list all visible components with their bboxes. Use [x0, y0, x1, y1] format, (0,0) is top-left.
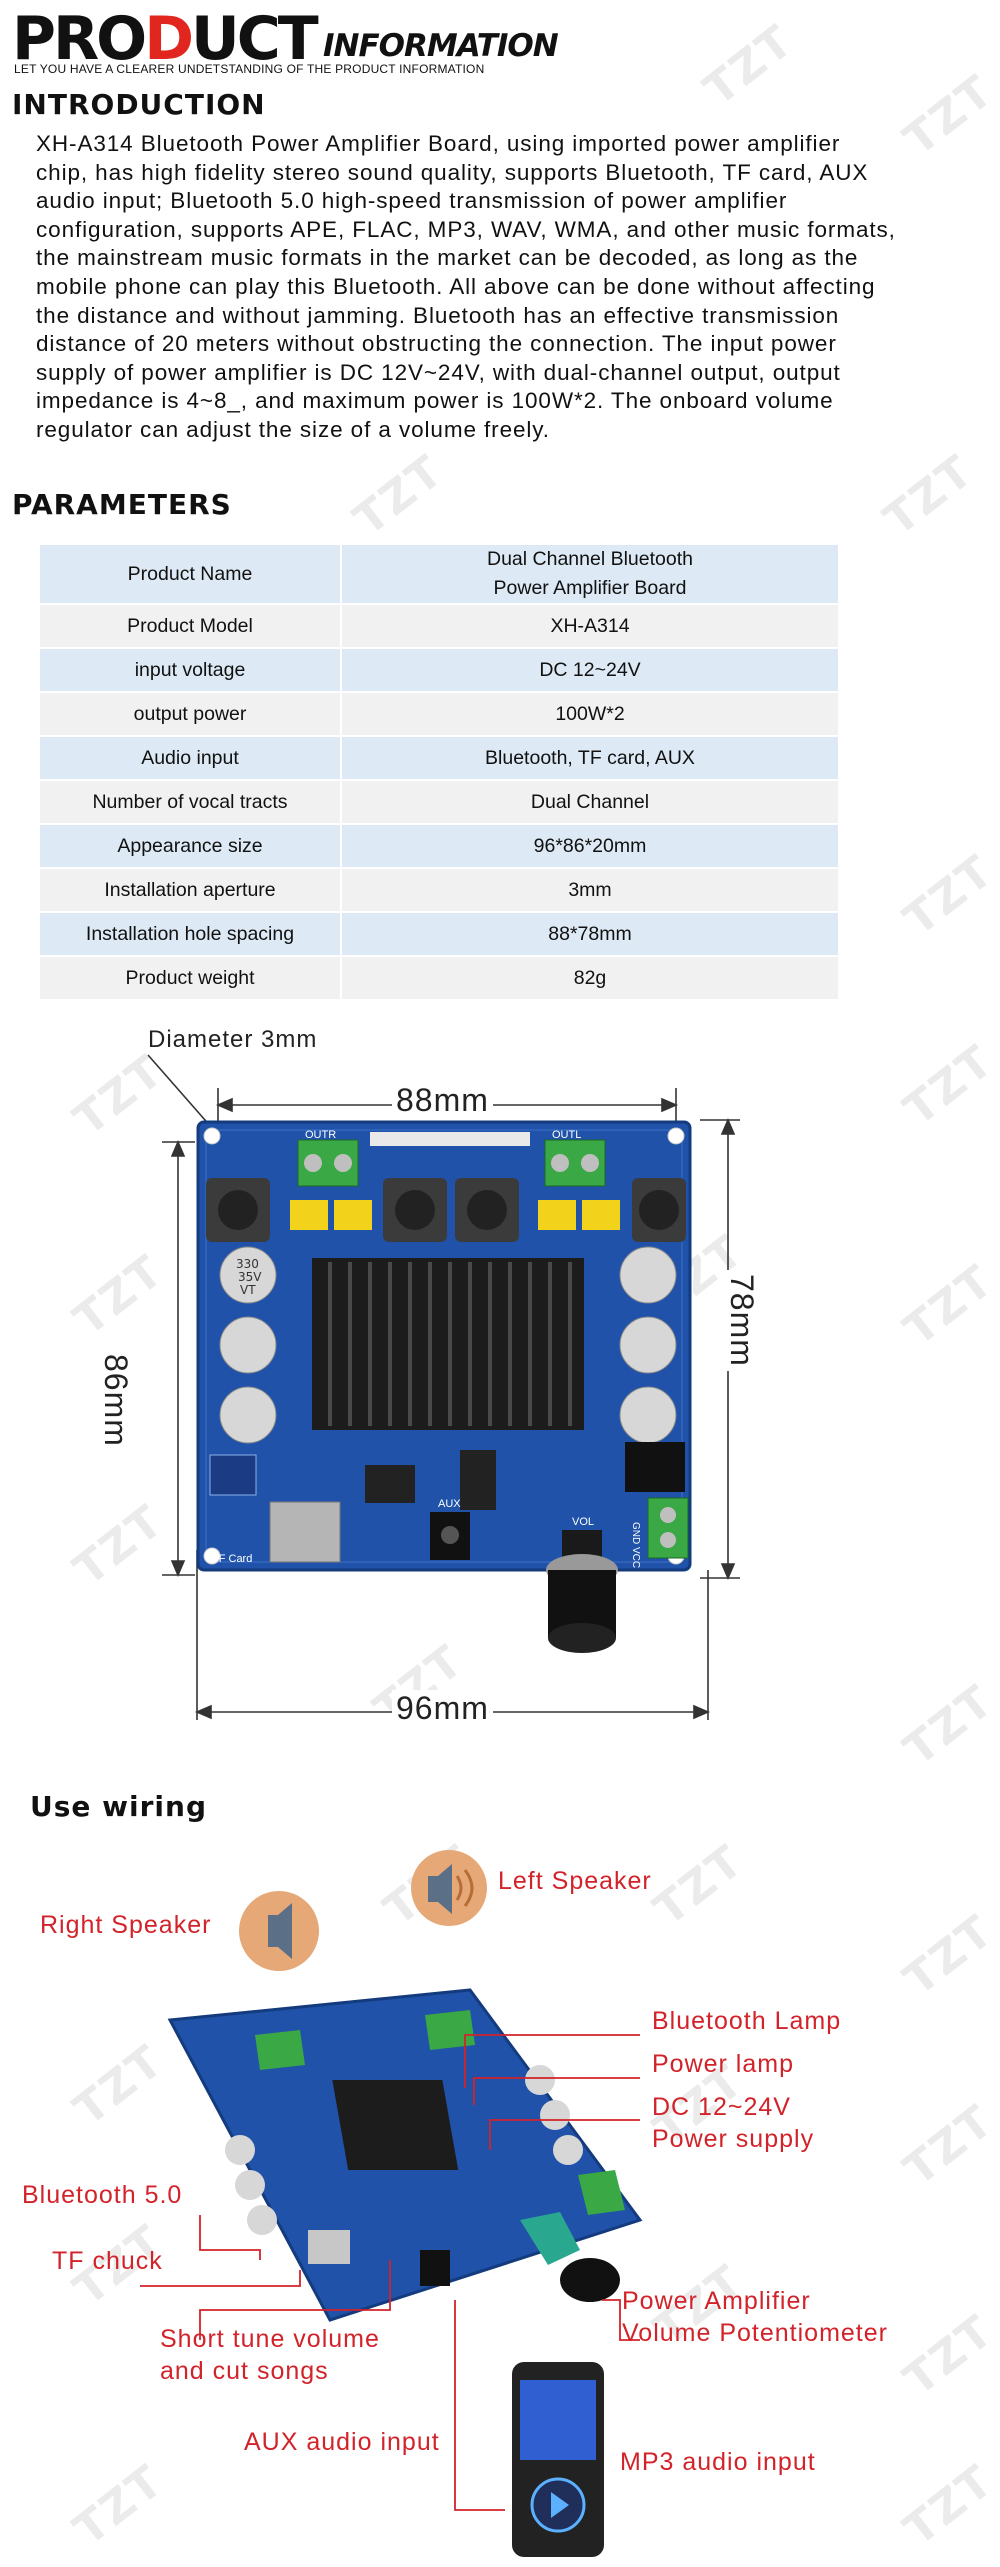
product-information-title: PRODUCT [12, 4, 319, 74]
left-speaker-label: Left Speaker [498, 1867, 652, 1895]
parameters-heading: PARAMETERS [12, 488, 232, 521]
cap-label: VT [240, 1283, 256, 1297]
param-value: DC 12~24V [340, 647, 840, 693]
param-name: Product Model [38, 603, 342, 649]
use-wiring-heading: Use wiring [30, 1790, 207, 1823]
param-name: Installation hole spacing [38, 911, 342, 957]
watermark: TZT [894, 845, 1000, 946]
power-lamp-label: Power lamp [652, 2050, 794, 2078]
param-value: 3mm [340, 867, 840, 913]
param-value-text: Dual Channel Bluetooth Power Amplifier B… [487, 548, 693, 599]
wiring-diagram [140, 1850, 643, 2557]
param-value: Dual Channel [340, 779, 840, 825]
information-label: INFORMATION [323, 28, 559, 64]
cap-label: 35V [238, 1270, 262, 1284]
width-88mm-label: 88mm [392, 1082, 493, 1119]
bluetooth-label: Bluetooth 5.0 [22, 2181, 183, 2209]
height-86mm-label: 86mm [97, 1350, 134, 1451]
param-name: Product weight [38, 955, 342, 1001]
param-name: input voltage [38, 647, 342, 693]
tf-card-mark: TF Card [212, 1553, 252, 1565]
right-speaker-icon [239, 1891, 319, 1971]
board-dimension-diagram: OUTR OUTL 330 [147, 1054, 740, 1720]
watermark: TZT [894, 65, 1000, 166]
param-name: Number of vocal tracts [38, 779, 342, 825]
callout-lines [140, 2034, 640, 2511]
short-tune-label-line2: and cut songs [160, 2357, 329, 2385]
introduction-text: XH-A314 Bluetooth Power Amplifier Board,… [36, 131, 896, 442]
gnd-vcc-mark: GND VCC [630, 1522, 641, 1568]
param-value: Bluetooth, TF card, AUX [340, 735, 840, 781]
mp3-player-icon [512, 2362, 604, 2557]
electrolytic-capacitors: 330 35V VT [219, 1246, 677, 1444]
param-value: Dual Channel Bluetooth Power Amplifier B… [340, 543, 840, 605]
param-value: 96*86*20mm [340, 823, 840, 869]
watermark: TZT [874, 445, 984, 546]
diameter-label: Diameter 3mm [148, 1026, 318, 1053]
wiring-pcb [167, 1988, 643, 2322]
param-value: 100W*2 [340, 691, 840, 737]
watermark: TZT [694, 15, 804, 116]
title-uct: UCT [191, 4, 319, 74]
table-row: Product Name Dual Channel Bluetooth Power… [38, 543, 840, 605]
short-tune-label-line1: Short tune volume [160, 2325, 380, 2353]
cap-label: 330 [236, 1257, 259, 1271]
param-value: 88*78mm [340, 911, 840, 957]
header-subtitle: LET YOU HAVE A CLEARER UNDETSTANDING OF … [14, 62, 485, 76]
aux-mark: AUX [438, 1498, 461, 1510]
watermark: TZT [344, 445, 454, 546]
param-name: Appearance size [38, 823, 342, 869]
mp3-input-label: MP3 audio input [620, 2448, 816, 2476]
potentiometer-label-line1: Power Amplifier [622, 2287, 811, 2315]
title-pro: PRO [12, 4, 147, 74]
parameters-table: Product Name Dual Channel Bluetooth Power… [38, 543, 840, 1001]
aux-input-label: AUX audio input [244, 2428, 440, 2456]
param-name: Audio input [38, 735, 342, 781]
out-r-mark: OUTR [305, 1129, 336, 1141]
potentiometer-label-line2: Volume Potentiometer [622, 2319, 888, 2347]
tf-chuck-label: TF chuck [52, 2247, 163, 2275]
power-supply-label-line1: DC 12~24V [652, 2093, 791, 2121]
param-name: Installation aperture [38, 867, 342, 913]
param-value: 82g [340, 955, 840, 1001]
param-value: XH-A314 [340, 603, 840, 649]
power-supply-label-line2: Power supply [652, 2125, 815, 2153]
height-78mm-label: 78mm [723, 1270, 760, 1371]
pcb-board: OUTR OUTL 330 [196, 1120, 692, 1653]
param-name: output power [38, 691, 342, 737]
width-96mm-label: 96mm [392, 1690, 493, 1727]
right-speaker-label: Right Speaker [40, 1911, 212, 1939]
out-l-mark: OUTL [552, 1129, 581, 1141]
param-name: Product Name [38, 543, 342, 605]
bluetooth-lamp-label: Bluetooth Lamp [652, 2007, 842, 2035]
left-speaker-icon [411, 1850, 487, 1926]
title-d: D [144, 4, 194, 74]
vol-mark: VOL [572, 1516, 594, 1528]
introduction-heading: INTRODUCTION [12, 88, 266, 121]
